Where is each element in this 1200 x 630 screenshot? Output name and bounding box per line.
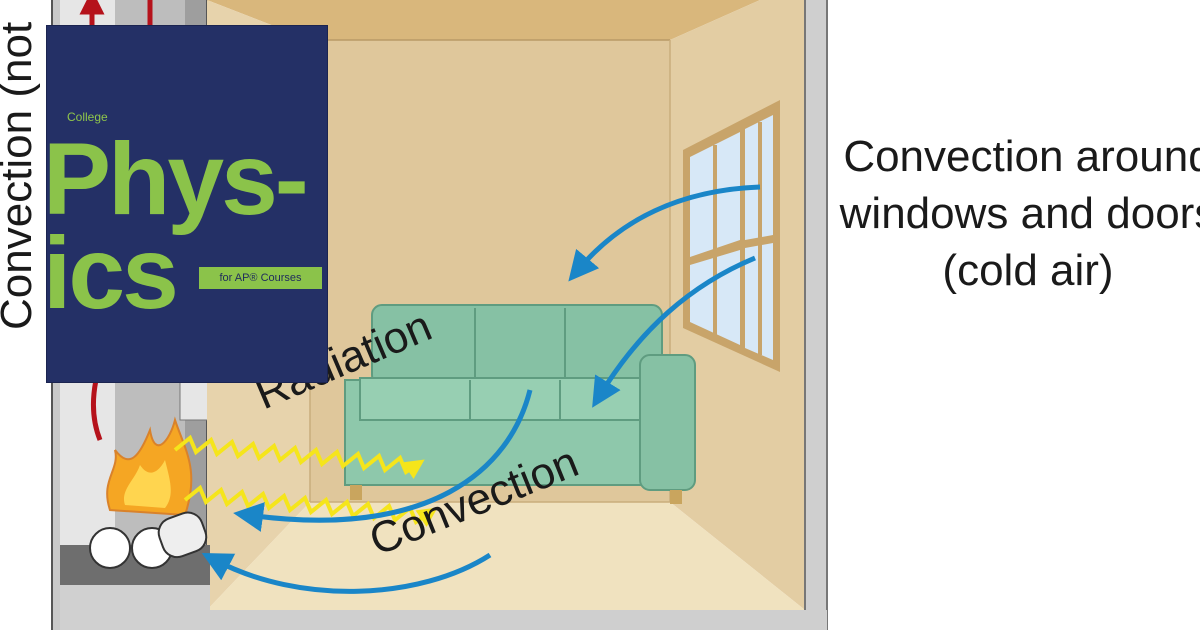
book-cover: College Phys- ics for AP® Courses <box>43 26 327 382</box>
convection-arrows <box>201 184 761 594</box>
side-convection-label: Convection (not <box>0 21 41 330</box>
book-college-text: College <box>67 110 108 124</box>
radiation-arrows <box>173 434 438 527</box>
fireplace <box>60 416 210 630</box>
book-title-line1: Phys- <box>43 122 309 236</box>
book-title-line2: ics <box>43 216 179 330</box>
book-tag: for AP® Courses <box>199 267 322 289</box>
windows-convection-label: Convection around windows and doors (col… <box>839 132 1200 295</box>
